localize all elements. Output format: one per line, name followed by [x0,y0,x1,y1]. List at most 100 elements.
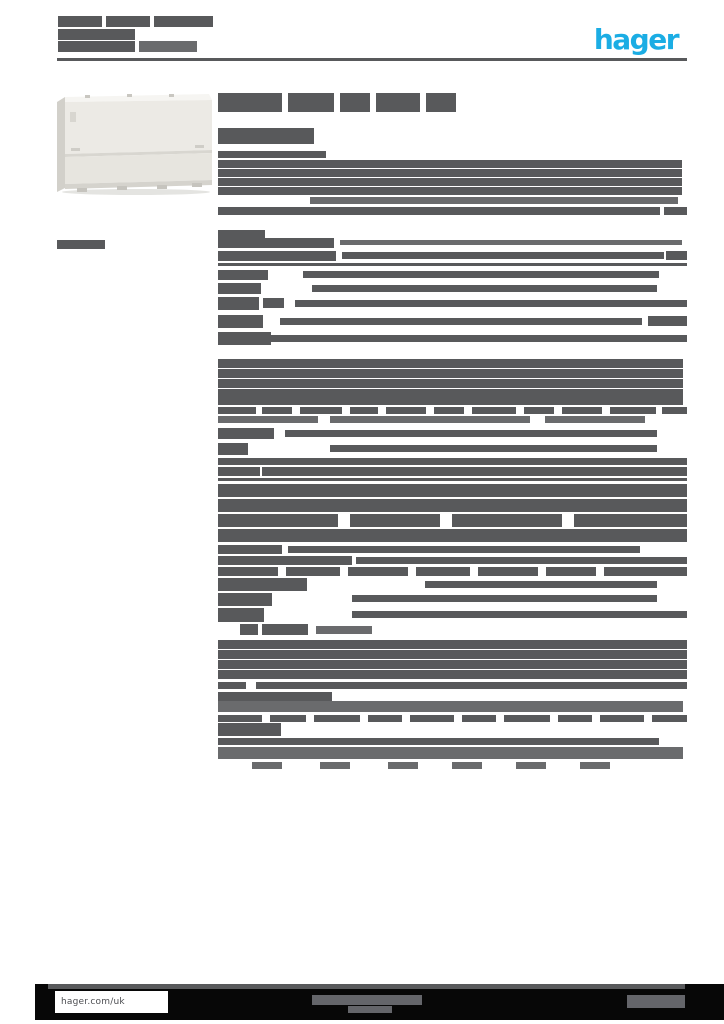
redacted-text-block [218,169,682,177]
redacted-text-block [262,407,292,414]
redacted-text-block [256,682,687,689]
redacted-text-block [303,271,659,278]
redacted-text-block [218,660,687,669]
redacted-text-block [218,263,687,266]
redacted-text-block [218,187,682,195]
redacted-text-block [218,650,687,659]
redacted-text-block [316,626,372,634]
redacted-text-block [218,359,683,368]
redacted-text-block [545,416,645,423]
redacted-text-block [218,556,352,565]
redacted-text-block [218,379,683,388]
redacted-text-block [610,407,656,414]
redacted-text-block [218,640,687,649]
redacted-text-block [218,251,336,261]
redacted-text-block [285,430,657,437]
redacted-text-block [504,715,550,722]
redacted-text-block [218,608,264,622]
redacted-text-block [218,369,683,378]
redacted-text-block [558,715,592,722]
redacted-text-block [352,611,687,618]
footer-url-link[interactable]: hager.com/uk [61,997,125,1007]
redacted-text-block [350,407,378,414]
redacted-text-block [218,407,256,414]
redacted-text-block [300,407,342,414]
redacted-text-block [350,514,440,527]
redacted-text-block [666,251,687,260]
redacted-text-block [154,16,213,27]
redacted-text-block [280,318,642,325]
redacted-text-block [218,398,683,405]
redacted-text-block [139,41,197,52]
redacted-text-block [218,151,326,158]
redacted-text-block [218,230,265,239]
redacted-text-block [218,593,272,606]
redacted-text-block [218,178,682,186]
redacted-text-block [320,762,350,769]
redacted-text-block [218,514,338,527]
redacted-text-block [57,240,105,249]
redacted-text-block [218,416,318,423]
redacted-text-block [340,93,370,112]
redacted-text-block [218,332,271,345]
redacted-text-block [270,335,687,342]
redacted-text-block [218,297,259,310]
redacted-text-block [356,557,687,564]
redacted-text-block [472,407,516,414]
redacted-text-block [218,723,281,736]
redacted-text-block [600,715,644,722]
redacted-text-block [218,578,307,591]
redacted-text-block [240,624,258,635]
redacted-text-block [340,240,682,245]
redacted-text-block [546,567,596,576]
redacted-text-block [648,316,687,326]
redacted-text-block [218,238,334,248]
redacted-text-block [218,283,261,294]
redacted-text-block [342,252,664,259]
redacted-text-block [310,197,678,204]
redacted-text-block [574,514,687,527]
redacted-text-block [263,298,284,308]
hager-logo: hager [593,23,680,56]
redacted-text-block [562,407,602,414]
redacted-text-block [652,715,687,722]
redacted-text-block [580,762,610,769]
redacted-text-block [57,58,687,61]
redacted-text-block [426,93,456,112]
redacted-text-block [106,16,150,27]
redacted-text-block [288,546,640,553]
redacted-text-block [330,445,657,452]
redacted-text-block [270,715,306,722]
redacted-text-block [218,499,687,512]
redacted-text-block [314,715,360,722]
redacted-text-block [478,567,538,576]
redacted-text-block [288,93,334,112]
redacted-text-block [218,128,314,144]
redacted-text-block [262,467,687,476]
redacted-text-block [218,160,682,168]
redacted-text-block [664,207,687,215]
redacted-text-block [348,567,408,576]
redacted-text-block [218,682,246,689]
redacted-text-block [348,1006,392,1013]
redacted-text-block [218,670,687,679]
redacted-text-block [388,762,418,769]
redacted-text-block [425,581,657,588]
redacted-text-block [452,762,482,769]
redacted-text-block [218,701,683,712]
redacted-text-block [662,407,687,414]
redacted-text-block [58,16,102,27]
redacted-text-block [58,29,135,40]
redacted-text-block [627,995,685,1008]
redacted-text-block [218,270,268,280]
redacted-text-block [368,715,402,722]
redacted-text-block [386,407,426,414]
redacted-text-block [218,747,683,759]
redacted-text-block [218,315,263,328]
redacted-text-block [604,567,687,576]
redacted-text-block [330,416,530,423]
redacted-text-block [516,762,546,769]
redacted-text-block [462,715,496,722]
redacted-text-block [434,407,464,414]
